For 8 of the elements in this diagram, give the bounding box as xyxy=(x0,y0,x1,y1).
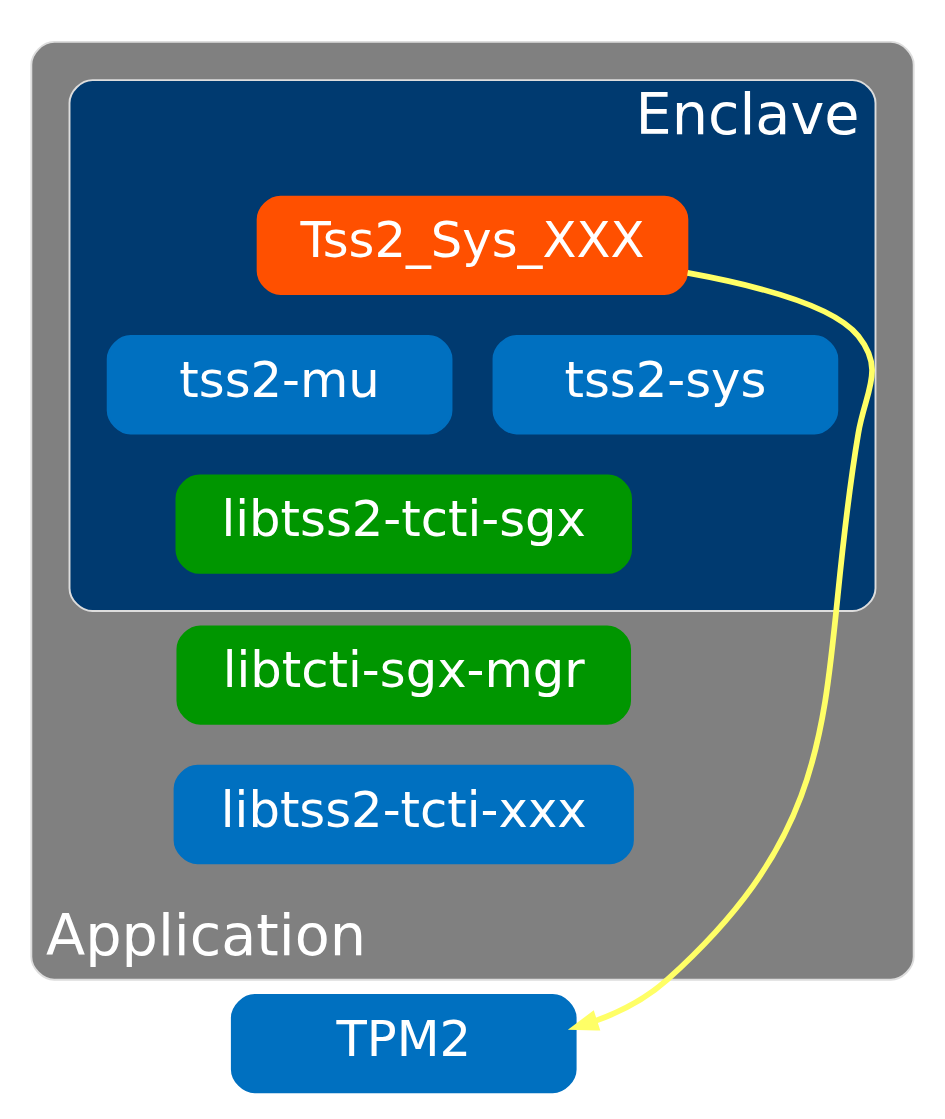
node-box: libtss2-tcti-sgx xyxy=(175,474,632,574)
node-box: tss2-mu xyxy=(106,335,453,435)
node-box: libtss2-tcti-xxx xyxy=(173,764,634,865)
node-box: tss2-sys xyxy=(492,335,839,435)
node-box: TPM2 xyxy=(230,994,577,1094)
node-box: libtcti-sgx-mgr xyxy=(176,625,632,725)
node-box: Tss2_Sys_XXX xyxy=(256,195,689,295)
arrow xyxy=(567,270,875,1031)
